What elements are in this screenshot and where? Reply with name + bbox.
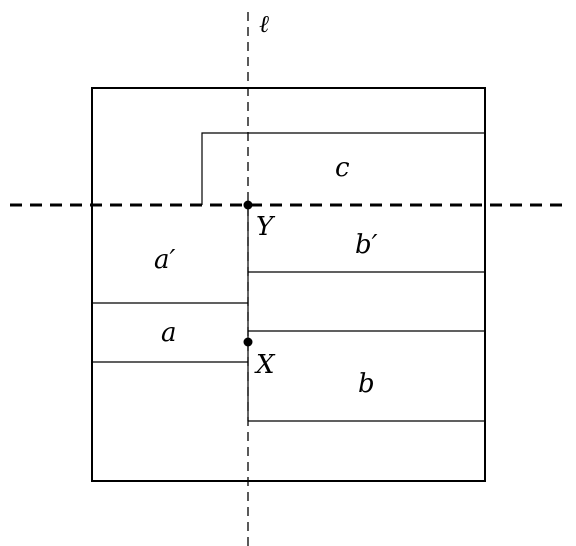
label-X: X: [254, 350, 276, 380]
region-c-outline: [201, 132, 485, 205]
label-b: b: [358, 369, 375, 399]
outer-square: [91, 87, 486, 482]
label-a-prime: a′: [154, 245, 176, 275]
label-a: a: [161, 318, 177, 348]
label-Y: Y: [256, 212, 276, 242]
label-ell: ℓ: [259, 10, 269, 38]
label-c: c: [335, 153, 350, 183]
point-Y: [243, 200, 253, 210]
label-b-prime: b′: [355, 230, 378, 260]
point-X: [243, 337, 253, 347]
